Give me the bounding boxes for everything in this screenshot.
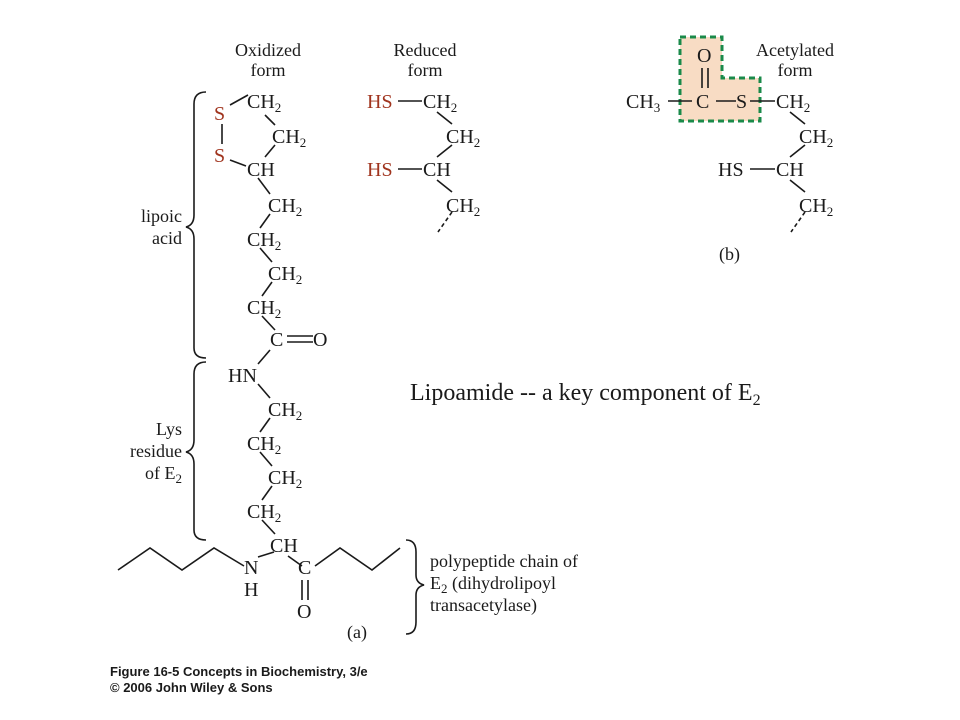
- label-lys-line3: of E2: [145, 463, 182, 486]
- panel-label-b: (b): [719, 244, 740, 264]
- atom-carbonyl-o: O: [313, 329, 328, 351]
- credit-line2: © 2006 John Wiley & Sons: [110, 680, 273, 695]
- atom-ch2: CH2: [247, 501, 282, 525]
- atom-ch3: CH3: [626, 91, 661, 115]
- label-lipoic-acid: lipoic acid: [120, 205, 182, 249]
- label-lys-residue: Lys residue of E2: [110, 418, 182, 486]
- atom-ch: CH: [776, 159, 804, 181]
- atom-hs-2: HS: [367, 159, 393, 181]
- header-acetylated-line2: form: [777, 60, 813, 80]
- atom-carbonyl-c: C: [270, 329, 284, 351]
- atom-backbone-o: O: [297, 601, 312, 623]
- header-reduced-line1: Reduced: [393, 40, 457, 60]
- atom-hs-1: HS: [367, 91, 393, 113]
- atom-amide-n: N: [244, 557, 259, 579]
- atom-thioester-s: S: [736, 91, 748, 113]
- atom-ch2: CH2: [776, 91, 811, 115]
- label-lys-line2: residue: [130, 441, 182, 461]
- atom-ch2: CH2: [272, 126, 307, 150]
- atom-acetyl-c: C: [696, 91, 710, 113]
- header-oxidized: Oxidized form: [228, 40, 308, 80]
- atom-hs: HS: [718, 159, 744, 181]
- label-polypeptide-line1: polypeptide chain of: [430, 551, 578, 571]
- slide-caption: Lipoamide -- a key component of E2: [410, 380, 761, 409]
- atom-ch2: CH2: [247, 91, 282, 115]
- atom-ch2: CH2: [446, 195, 481, 219]
- atom-ch2: CH2: [247, 433, 282, 457]
- atom-ch2: CH2: [247, 297, 282, 321]
- atom-ch2: CH2: [799, 126, 834, 150]
- label-lipoic-line2: acid: [152, 228, 182, 248]
- label-lipoic-line1: lipoic: [141, 206, 182, 226]
- header-acetylated-line1: Acetylated: [756, 40, 834, 60]
- atom-ch2: CH2: [799, 195, 834, 219]
- label-polypeptide-line3: transacetylase): [430, 595, 537, 615]
- atom-sulfur-2: S: [214, 145, 226, 167]
- header-oxidized-line1: Oxidized: [235, 40, 301, 60]
- atom-ch2: CH2: [446, 126, 481, 150]
- atom-ch2: CH2: [268, 399, 303, 423]
- atom-ch2: CH2: [247, 229, 282, 253]
- atom-ch2: CH2: [268, 467, 303, 491]
- atom-backbone-c: C: [298, 557, 312, 579]
- atom-ch: CH: [423, 159, 451, 181]
- atom-alpha-ch: CH: [270, 535, 298, 557]
- header-acetylated: Acetylated form: [745, 40, 845, 80]
- header-reduced: Reduced form: [385, 40, 465, 80]
- label-polypeptide-chain: polypeptide chain of E2 (dihydrolipoyl t…: [430, 550, 578, 616]
- atom-hn: HN: [228, 365, 257, 387]
- atom-amide-h: H: [244, 579, 259, 601]
- figure-credit: Figure 16-5 Concepts in Biochemistry, 3/…: [110, 664, 368, 696]
- label-polypeptide-line2: E2 (dihydrolipoyl: [430, 573, 556, 596]
- credit-line1: Figure 16-5 Concepts in Biochemistry, 3/…: [110, 664, 368, 679]
- header-oxidized-line2: form: [250, 60, 286, 80]
- label-lys-line1: Lys: [155, 419, 182, 439]
- atom-ch: CH: [247, 159, 275, 181]
- atom-ch2: CH2: [268, 263, 303, 287]
- atom-ch2: CH2: [423, 91, 458, 115]
- atom-sulfur-1: S: [214, 103, 226, 125]
- atom-acetyl-o: O: [697, 45, 712, 67]
- atom-ch2: CH2: [268, 195, 303, 219]
- panel-label-a: (a): [347, 622, 367, 642]
- header-reduced-line2: form: [407, 60, 443, 80]
